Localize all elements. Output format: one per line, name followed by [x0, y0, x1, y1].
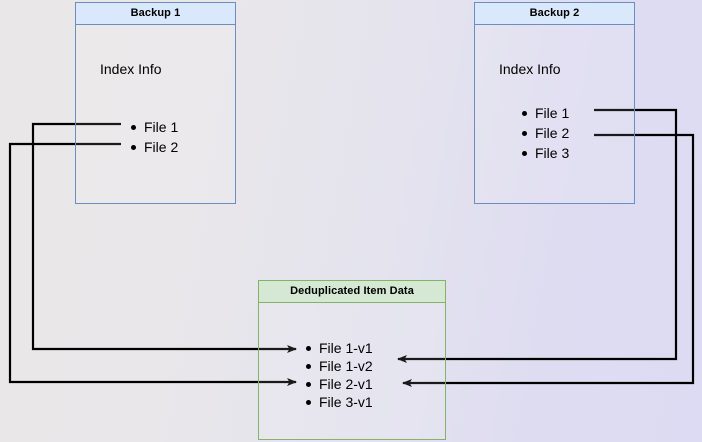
deduplicated-item-data-box[interactable]: Deduplicated Item Data File 1-v1 File 1-…: [258, 280, 446, 440]
connector-b2-file1-to-file1v2: [397, 108, 678, 363]
backup-1-title: Backup 1: [76, 3, 235, 25]
backup-2-box[interactable]: Backup 2 Index Info File 1 File 2 File 3: [474, 2, 635, 204]
backup-2-body: Index Info File 1 File 2 File 3: [475, 25, 634, 203]
list-item[interactable]: File 1-v2: [303, 357, 373, 375]
list-item[interactable]: File 3-v1: [303, 393, 373, 411]
backup-1-index-label: Index Info: [100, 61, 162, 77]
list-item[interactable]: File 2-v1: [303, 375, 373, 393]
list-item[interactable]: File 1: [519, 103, 569, 123]
list-item[interactable]: File 2: [519, 123, 569, 143]
deduplicated-item-data-title: Deduplicated Item Data: [259, 281, 445, 303]
list-item[interactable]: File 1-v1: [303, 339, 373, 357]
backup-1-body: Index Info File 1 File 2: [76, 25, 235, 203]
list-item[interactable]: File 2: [128, 137, 178, 157]
connector-b1-file1-to-file1v1: [31, 122, 297, 353]
connector-b1-file2-to-file2v1: [8, 142, 297, 386]
list-item[interactable]: File 3: [519, 143, 569, 163]
connector-b2-file2-to-file2v1: [402, 133, 695, 387]
deduplicated-item-data-body: File 1-v1 File 1-v2 File 2-v1 File 3-v1: [259, 303, 445, 439]
backup-2-file-list: File 1 File 2 File 3: [519, 103, 569, 163]
backup-1-file-list: File 1 File 2: [128, 117, 178, 157]
backup-1-box[interactable]: Backup 1 Index Info File 1 File 2: [75, 2, 236, 204]
backup-2-title: Backup 2: [475, 3, 634, 25]
dedup-item-list: File 1-v1 File 1-v2 File 2-v1 File 3-v1: [303, 339, 373, 411]
backup-2-index-label: Index Info: [499, 61, 561, 77]
list-item[interactable]: File 1: [128, 117, 178, 137]
